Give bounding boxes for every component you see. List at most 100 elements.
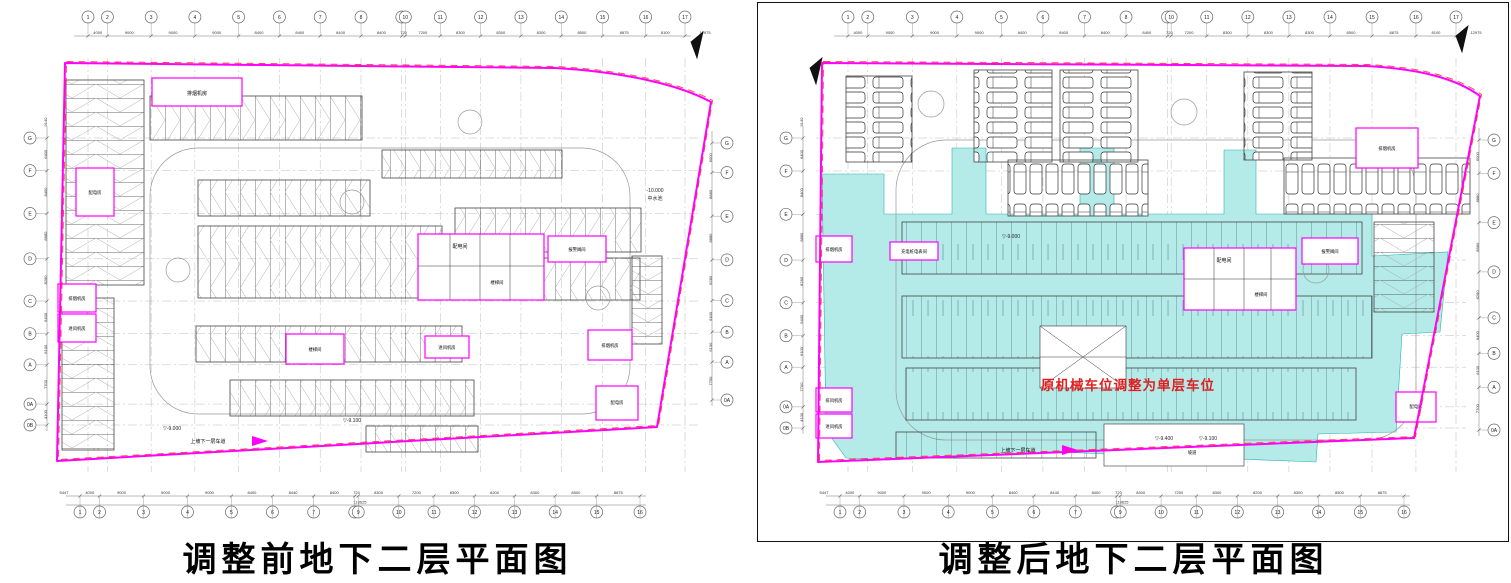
room-power	[1395, 391, 1437, 423]
svg-text:C: C	[1492, 316, 1496, 322]
svg-text:4: 4	[186, 510, 189, 516]
svg-text:11: 11	[1204, 15, 1209, 21]
ramp-label: 上坡下一层车道	[1000, 447, 1035, 454]
svg-text:4000: 4000	[845, 490, 855, 495]
svg-text:8300: 8300	[374, 490, 384, 495]
room-alarm-valve	[1301, 237, 1359, 265]
svg-text:8300: 8300	[1305, 30, 1315, 35]
svg-text:8100: 8100	[1432, 30, 1442, 35]
svg-text:B: B	[725, 330, 729, 336]
svg-text:F: F	[28, 168, 31, 174]
svg-text:9000: 9000	[125, 30, 135, 35]
svg-text:4: 4	[955, 15, 958, 21]
single-stall-row	[1373, 221, 1435, 313]
stall-row	[381, 149, 563, 179]
car-stall-row	[845, 75, 913, 163]
room-label: 楼梯间	[309, 346, 322, 353]
room-smoke-exhaust	[151, 77, 243, 107]
svg-text:16: 16	[1401, 510, 1407, 516]
svg-text:D: D	[28, 257, 32, 263]
svg-text:8440: 8440	[289, 490, 299, 495]
svg-text:C: C	[784, 301, 788, 307]
svg-text:8500: 8500	[1347, 30, 1357, 35]
svg-text:8880: 8880	[1475, 193, 1480, 203]
svg-text:8400: 8400	[330, 490, 340, 495]
svg-text:0A: 0A	[27, 402, 34, 408]
car-stall-row	[1059, 69, 1139, 163]
svg-text:8280: 8280	[708, 275, 713, 285]
svg-text:4000: 4000	[93, 30, 103, 35]
svg-text:F: F	[1492, 171, 1495, 177]
svg-text:8280: 8280	[43, 275, 48, 285]
svg-text:4: 4	[193, 15, 196, 21]
car-stall-row	[1243, 71, 1313, 161]
svg-text:2: 2	[866, 15, 869, 21]
svg-text:8875: 8875	[1378, 490, 1388, 495]
north-arrow-icon	[1455, 24, 1469, 54]
svg-text:4: 4	[947, 510, 950, 516]
plan-title-before: 调整前地下二层平面图	[182, 541, 573, 579]
svg-text:13: 13	[1286, 15, 1292, 21]
svg-text:8400: 8400	[1009, 490, 1019, 495]
svg-text:9000: 9000	[169, 30, 179, 35]
svg-text:F: F	[725, 170, 728, 176]
svg-text:11: 11	[1194, 510, 1199, 516]
svg-text:7700: 7700	[708, 376, 713, 386]
svg-text:4100: 4100	[43, 409, 48, 419]
svg-text:15: 15	[594, 510, 600, 516]
svg-text:2: 2	[98, 510, 101, 516]
svg-text:B: B	[28, 331, 32, 337]
svg-text:2: 2	[858, 510, 861, 516]
svg-text:17: 17	[1453, 15, 1459, 21]
svg-text:13: 13	[518, 15, 524, 21]
svg-text:9000: 9000	[975, 30, 985, 35]
svg-text:8880: 8880	[708, 233, 713, 243]
svg-text:7700: 7700	[799, 382, 804, 392]
svg-text:8400: 8400	[336, 30, 346, 35]
svg-text:15: 15	[1369, 15, 1375, 21]
svg-text:8880: 8880	[708, 189, 713, 199]
svg-text:G: G	[1492, 138, 1496, 144]
svg-text:8300: 8300	[1136, 490, 1146, 495]
room-label: 进风机房	[825, 423, 842, 430]
svg-text:G: G	[28, 136, 32, 142]
svg-text:720: 720	[1166, 30, 1173, 35]
svg-text:1: 1	[87, 15, 90, 21]
svg-text:8400: 8400	[1059, 30, 1069, 35]
svg-text:6: 6	[271, 510, 274, 516]
svg-text:7: 7	[319, 15, 322, 21]
turning-circle	[165, 257, 191, 283]
svg-text:0A: 0A	[783, 405, 790, 411]
water-tank-elevation: -10.000	[647, 188, 664, 194]
svg-text:8300: 8300	[1264, 30, 1274, 35]
svg-text:D: D	[725, 258, 729, 264]
svg-text:8300: 8300	[1223, 30, 1233, 35]
svg-text:7200: 7200	[1174, 490, 1184, 495]
svg-text:9000: 9000	[117, 490, 127, 495]
stall-row	[229, 379, 475, 417]
room-power	[595, 385, 639, 421]
svg-text:11: 11	[438, 15, 443, 21]
adjustment-annotation: 原机械车位调整为单层车位	[1041, 377, 1215, 393]
core-block	[417, 233, 545, 301]
core-partitions	[1039, 325, 1127, 389]
room-label: 排烟机房	[601, 342, 618, 349]
room-charge-meter	[889, 241, 939, 261]
car-stall-row	[1007, 159, 1149, 217]
elevation-mark: ▽-9.100	[1199, 436, 1217, 442]
svg-text:6400: 6400	[708, 311, 713, 321]
svg-text:8500: 8500	[577, 30, 587, 35]
svg-text:14: 14	[1316, 510, 1322, 516]
room-stair	[285, 333, 345, 365]
svg-text:6: 6	[278, 15, 281, 21]
north-arrow-icon	[690, 30, 704, 60]
svg-text:8280: 8280	[1475, 290, 1480, 300]
svg-text:12: 12	[1245, 15, 1251, 21]
svg-text:8300: 8300	[537, 30, 547, 35]
svg-text:0A: 0A	[724, 398, 731, 404]
svg-text:7700: 7700	[43, 379, 48, 389]
svg-text:3: 3	[903, 510, 906, 516]
svg-text:8300: 8300	[450, 490, 460, 495]
